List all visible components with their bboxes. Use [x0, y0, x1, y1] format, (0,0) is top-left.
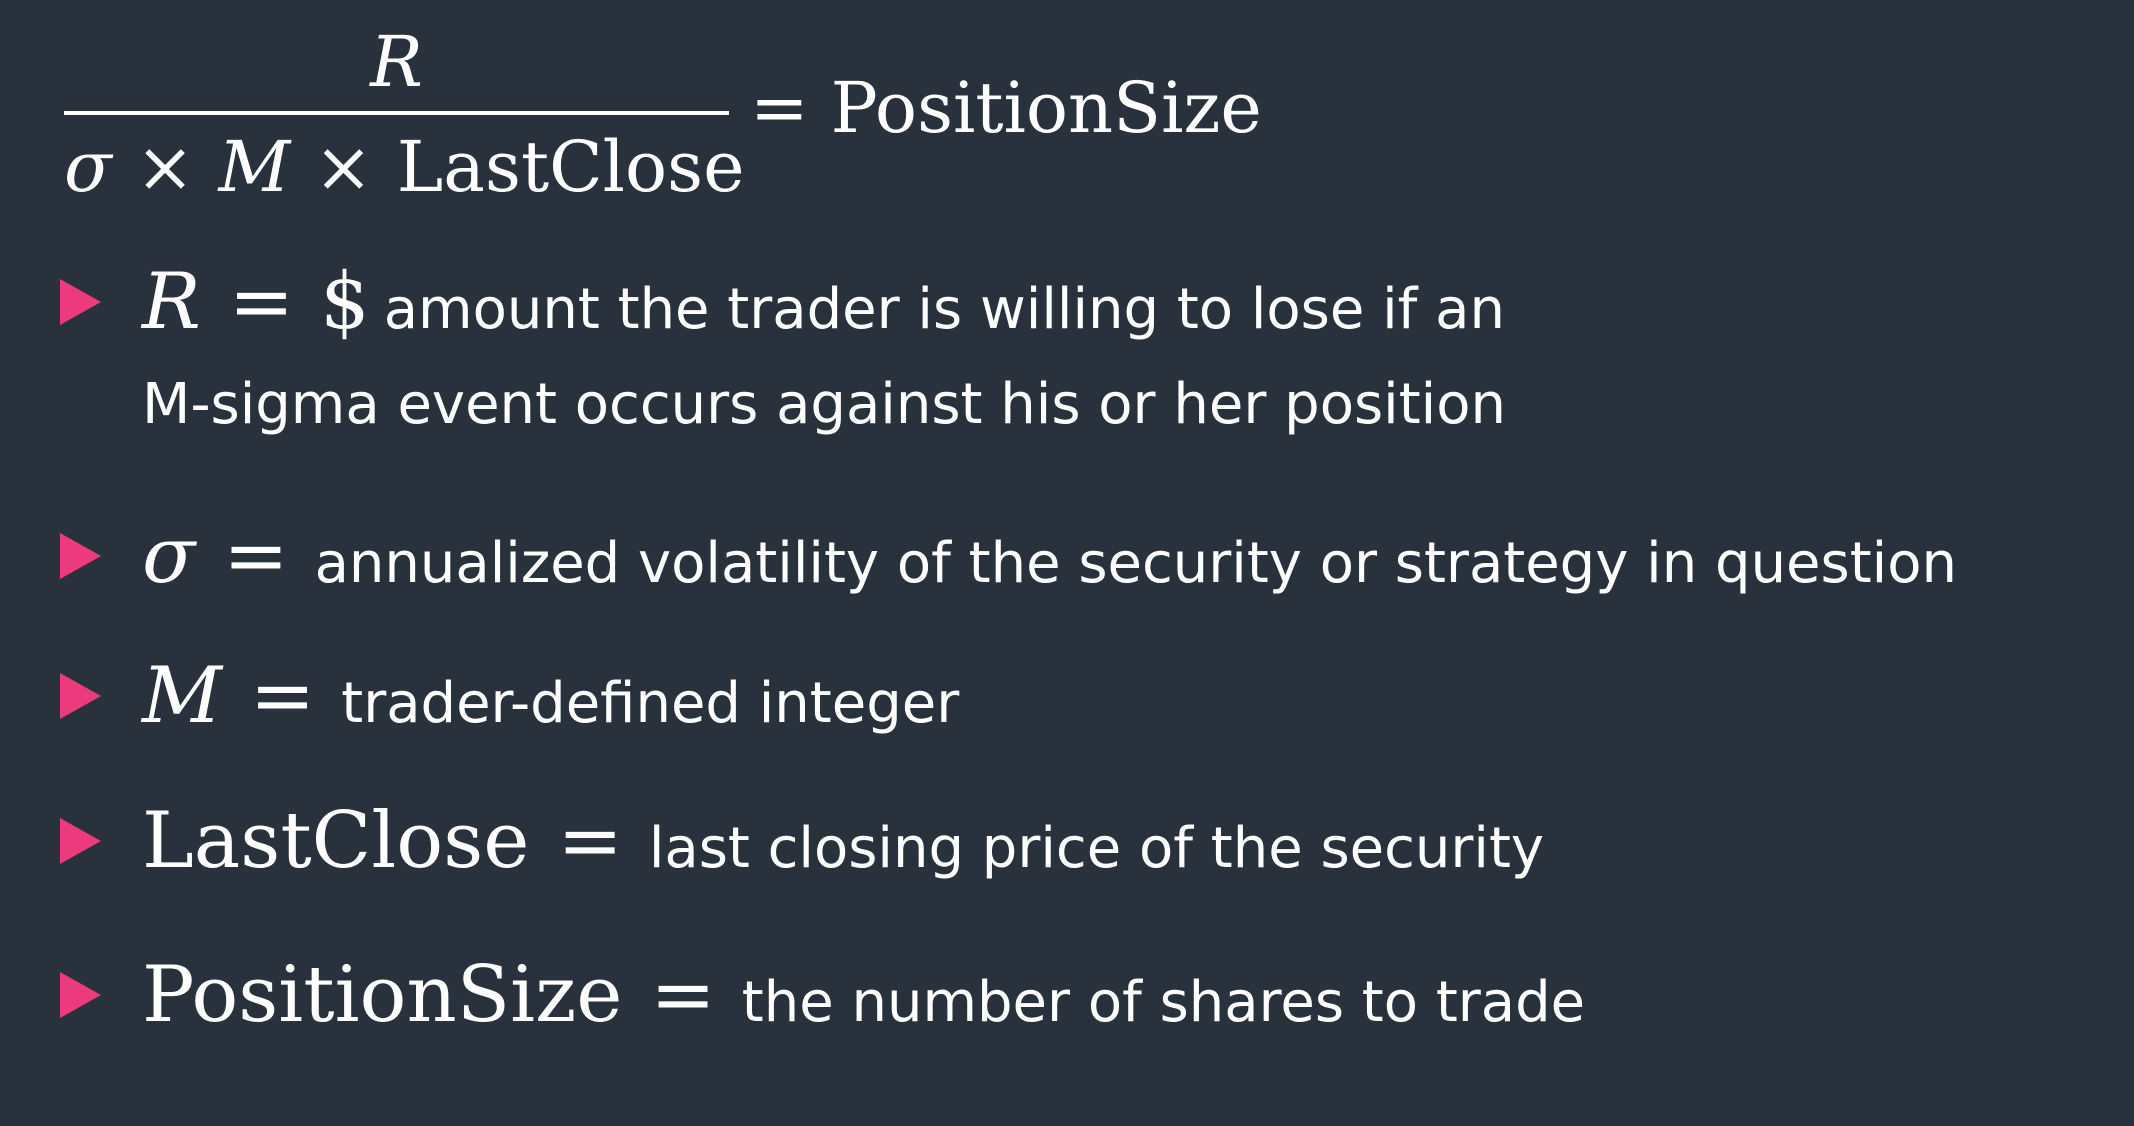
definition-equals: =	[650, 950, 716, 1040]
definition-lastclose: LastClose = last closing price of the secu…	[142, 791, 1544, 913]
definition-equals: =	[249, 651, 316, 741]
definition-equals: =	[223, 511, 289, 601]
formula-numerator: R	[370, 21, 423, 103]
bullet-icon	[60, 818, 101, 864]
definition-symbol: σ	[142, 511, 196, 601]
definition-text: amount the trader is willing to lose if …	[383, 277, 1505, 342]
formula-m: M	[218, 126, 291, 208]
definition-text: annualized volatility of the security or…	[314, 531, 1957, 596]
definition-m: M = trader-defined integer	[142, 646, 959, 768]
fraction-bar	[64, 111, 729, 115]
formula-times-2: ×	[314, 126, 373, 208]
definition-positionsize: PositionSize = the number of shares to tra…	[142, 945, 1585, 1067]
formula-equals: =	[750, 67, 809, 149]
position-size-formula: R σ × M × LastClose	[64, 12, 745, 208]
formula-denominator: σ × M × LastClose	[64, 122, 745, 212]
definition-text-continued: M-sigma event occurs against his or her …	[142, 372, 1506, 437]
formula-result: PositionSize	[830, 67, 1262, 149]
dollar-sign: $	[320, 257, 370, 347]
bullet-icon	[60, 533, 101, 579]
definition-text: the number of shares to trade	[741, 970, 1586, 1035]
formula-lastclose: LastClose	[396, 126, 745, 208]
bullet-icon	[60, 673, 101, 719]
formula-sigma: σ	[64, 126, 112, 208]
definition-symbol: LastClose	[142, 796, 530, 886]
formula-times-1: ×	[135, 126, 195, 208]
definition-symbol: R	[142, 257, 201, 347]
definition-equals: =	[228, 257, 295, 347]
definition-text: last closing price of the security	[648, 816, 1545, 881]
definition-sigma: σ = annualized volatility of the security …	[142, 506, 1957, 628]
definition-text: trader-defined integer	[341, 671, 960, 736]
definition-symbol: M	[142, 651, 222, 741]
formula-rhs: = PositionSize	[750, 58, 1262, 158]
bullet-icon	[60, 279, 101, 325]
definition-r: R = $amount the trader is willing to lose …	[142, 252, 1505, 374]
definition-equals: =	[557, 796, 623, 886]
bullet-icon	[60, 972, 101, 1018]
definition-symbol: PositionSize	[142, 950, 623, 1040]
